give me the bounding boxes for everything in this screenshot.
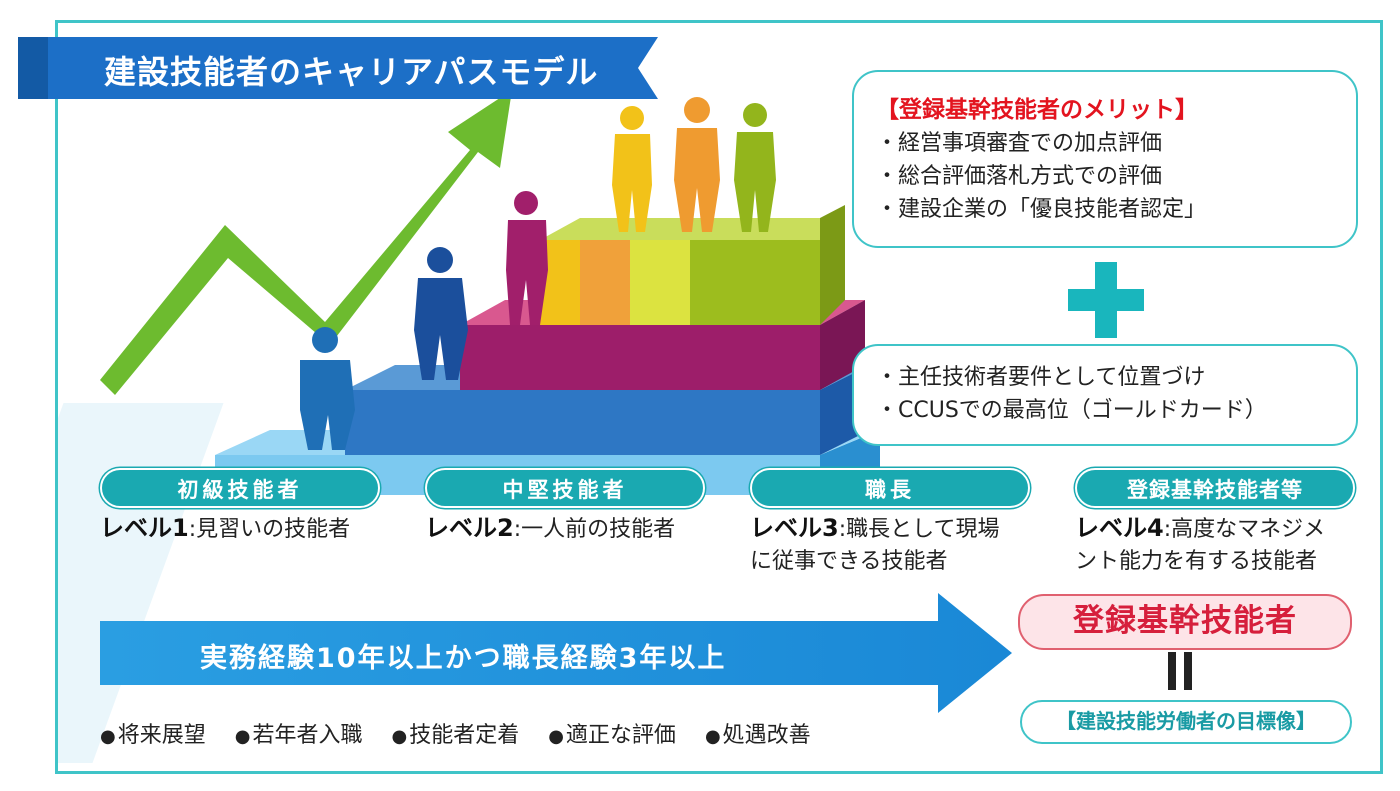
merit-title: 【登録基幹技能者のメリット】	[876, 97, 1198, 123]
goal-item: 処遇改善	[705, 723, 811, 748]
level3-text: :職長として現場	[838, 517, 1000, 542]
level4-text-2: ント能力を有する技能者	[1075, 549, 1318, 574]
level4-badge: 登録基幹技能者等	[1075, 468, 1355, 508]
level3-text-2: に従事できる技能者	[750, 549, 948, 574]
level3-desc: レベル3:職長として現場 に従事できる技能者	[750, 512, 999, 578]
goal-item: 将来展望	[100, 723, 206, 748]
certification-item: ・CCUSでの最高位（ゴールドカード）	[876, 398, 1267, 423]
level1-badge: 初級技能者	[100, 468, 380, 508]
certification-item: ・主任技術者要件として位置づけ	[876, 365, 1206, 390]
equals-icon	[1166, 652, 1196, 692]
goal-item: 技能者定着	[391, 723, 519, 748]
level1-desc: レベル1:見習いの技能者	[100, 512, 350, 546]
goal-item: 適正な評価	[548, 723, 676, 748]
merit-item: ・総合評価落札方式での評価	[876, 164, 1163, 189]
level4-text: :高度なマネジメ	[1163, 517, 1326, 542]
goal-item: 若年者入職	[235, 723, 363, 748]
level4-desc: レベル4:高度なマネジメ ント能力を有する技能者	[1075, 512, 1325, 578]
growth-arrow	[100, 90, 512, 395]
page-title: 建設技能者のキャリアパスモデル	[104, 53, 599, 91]
level1-label: レベル1	[100, 514, 189, 542]
level4-label: レベル4	[1075, 514, 1164, 542]
worker-level4b	[674, 97, 720, 232]
target-image-box: 【建設技能労働者の目標像】	[1020, 700, 1352, 744]
goals-list: 将来展望 若年者入職 技能者定着 適正な評価 処遇改善	[100, 717, 833, 749]
worker-level3	[506, 191, 548, 325]
title-ribbon: 建設技能者のキャリアパスモデル	[18, 37, 668, 99]
certification-box: ・主任技術者要件として位置づけ ・CCUSでの最高位（ゴールドカード）	[852, 344, 1358, 446]
experience-text: 実務経験10年以上かつ職長経験3年以上	[200, 643, 727, 674]
merit-item: ・経営事項審査での加点評価	[876, 131, 1163, 156]
level1-text: :見習いの技能者	[188, 517, 351, 542]
level2-badge: 中堅技能者	[425, 468, 705, 508]
experience-arrow	[100, 593, 1015, 713]
level2-text: :一人前の技能者	[513, 517, 676, 542]
plus-icon	[1068, 262, 1144, 338]
worker-level2	[414, 247, 468, 380]
worker-level4a	[612, 106, 652, 232]
level2-desc: レベル2:一人前の技能者	[425, 512, 675, 546]
registered-worker-box: 登録基幹技能者	[1018, 594, 1352, 650]
level2-label: レベル2	[425, 514, 514, 542]
level3-label: レベル3	[750, 514, 839, 542]
merit-item: ・建設企業の「優良技能者認定」	[876, 197, 1207, 222]
merit-box: 【登録基幹技能者のメリット】 ・経営事項審査での加点評価 ・総合評価落札方式での…	[852, 70, 1358, 248]
level3-badge: 職長	[750, 468, 1030, 508]
worker-level1	[300, 327, 355, 450]
worker-level4c	[734, 103, 776, 232]
